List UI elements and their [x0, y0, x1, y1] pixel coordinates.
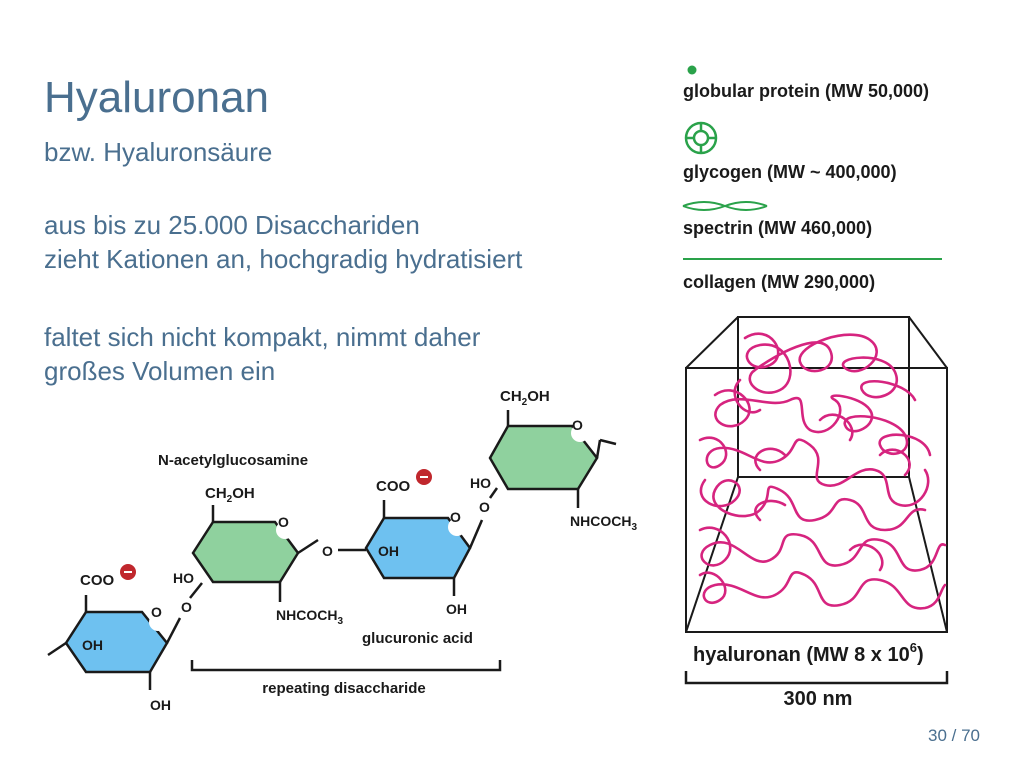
oh-label: OH: [150, 697, 171, 713]
coo-label: COO: [376, 478, 411, 495]
slide-subtitle: bzw. Hyaluronsäure: [44, 137, 273, 167]
volume-box: [685, 316, 948, 633]
glucuronic-acid-label: glucuronic acid: [362, 630, 473, 647]
slide-title: Hyaluronan: [44, 73, 270, 122]
repeating-disaccharide-label: repeating disaccharide: [262, 680, 425, 697]
ring-oxygen-label: O: [151, 604, 162, 620]
text-line: großes Volumen ein: [44, 356, 276, 386]
hyaluronan-label: hyaluronan (MW 8 x 106): [693, 640, 924, 666]
page-number: 30 / 70: [928, 726, 980, 745]
oh-label: OH: [446, 601, 467, 617]
scale-bar: [684, 671, 949, 685]
glucosamine-title: N-acetylglucosamine: [158, 452, 308, 469]
ring-oxygen-label: O: [278, 514, 289, 530]
disaccharide-structure: COO O OH OH O N-acetylglucosamine CH2OH …: [47, 388, 637, 713]
glycosidic-oxygen-label: O: [322, 543, 333, 559]
ho-label: HO: [173, 570, 194, 586]
ring-oxygen-gap: [149, 613, 167, 631]
globular-protein-label: globular protein (MW 50,000): [683, 81, 929, 101]
hyaluronan-coil: [698, 332, 947, 610]
text-line: faltet sich nicht kompakt, nimmt daher: [44, 322, 481, 352]
coo-label: COO: [80, 572, 115, 589]
ho-label: HO: [470, 475, 491, 491]
ring-oxygen-label: O: [572, 417, 583, 433]
repeat-bracket: [190, 660, 502, 672]
text-line: aus bis zu 25.000 Disacchariden: [44, 210, 420, 240]
collagen-label: collagen (MW 290,000): [683, 272, 875, 292]
glycosidic-oxygen-label: O: [479, 499, 490, 515]
scale-label: 300 nm: [784, 688, 853, 710]
text-line: zieht Kationen an, hochgradig hydratisie…: [44, 244, 523, 274]
spectrin-label: spectrin (MW 460,000): [683, 218, 872, 238]
ring-oxygen-label: O: [450, 509, 461, 525]
text-block-hydration: aus bis zu 25.000 Disacchariden zieht Ka…: [44, 208, 522, 276]
helix-icon: [682, 201, 768, 211]
ch2oh-label: CH2OH: [205, 485, 255, 505]
ch2oh-label: CH2OH: [500, 388, 550, 408]
dot-icon: [687, 65, 697, 75]
glycogen-label: glycogen (MW ~ 400,000): [683, 162, 897, 182]
text-block-volume: faltet sich nicht kompakt, nimmt daher g…: [44, 320, 480, 388]
glycosidic-oxygen-label: O: [181, 599, 192, 615]
nhcoch3-label: NHCOCH3: [570, 513, 637, 533]
nhcoch3-label: NHCOCH3: [276, 607, 343, 627]
glycogen-icon: [684, 121, 718, 155]
oh-label: OH: [82, 637, 103, 653]
oh-label: OH: [378, 543, 399, 559]
size-comparison-figure: globular protein (MW 50,000) glycogen (M…: [682, 65, 949, 710]
